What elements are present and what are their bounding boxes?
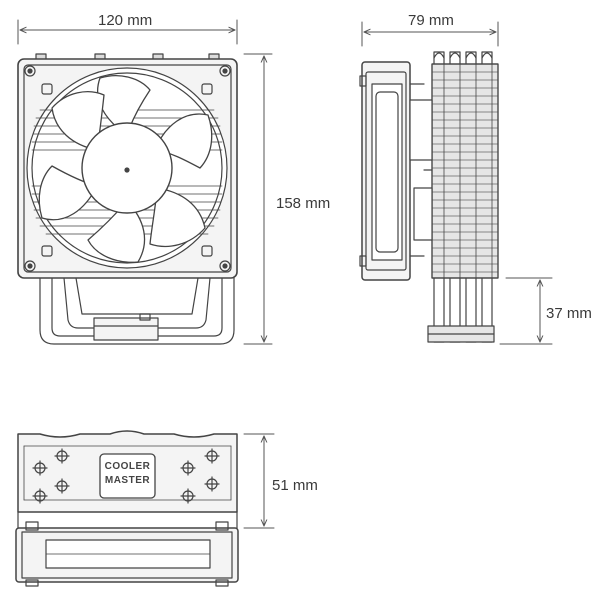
top-heatpipe-ends-right: [180, 448, 220, 504]
side-fan: [359, 61, 433, 281]
logo-line-2: MASTER: [104, 475, 151, 486]
side-base: [427, 325, 495, 343]
top-view: [15, 430, 239, 587]
top-height-label: 51 mm: [272, 477, 318, 494]
logo-line-1: COOLER: [104, 461, 151, 472]
fin-clearance-label: 37 mm: [546, 305, 592, 322]
depth-label: 79 mm: [408, 12, 454, 29]
height-label: 158 mm: [276, 195, 331, 212]
logo-badge: [99, 453, 156, 499]
front-fan-clips: [41, 83, 213, 257]
front-width-label: 120 mm: [98, 12, 153, 29]
front-width-dimension-line: [17, 19, 238, 45]
depth-dimension-line: [361, 21, 499, 47]
height-dimension-line: [243, 53, 273, 345]
top-heatpipe-ends-left: [32, 448, 70, 504]
front-fan-blades: [38, 75, 213, 263]
front-heatpipes-base: [39, 277, 235, 345]
clearance-dimension-line: [499, 277, 553, 345]
top-fan: [15, 521, 239, 587]
side-fin-stack: [431, 63, 499, 279]
front-view: [17, 53, 238, 345]
side-view: [359, 51, 499, 343]
top-height-dimension-line: [243, 433, 275, 529]
logo-text: COOLER MASTER: [100, 460, 155, 488]
